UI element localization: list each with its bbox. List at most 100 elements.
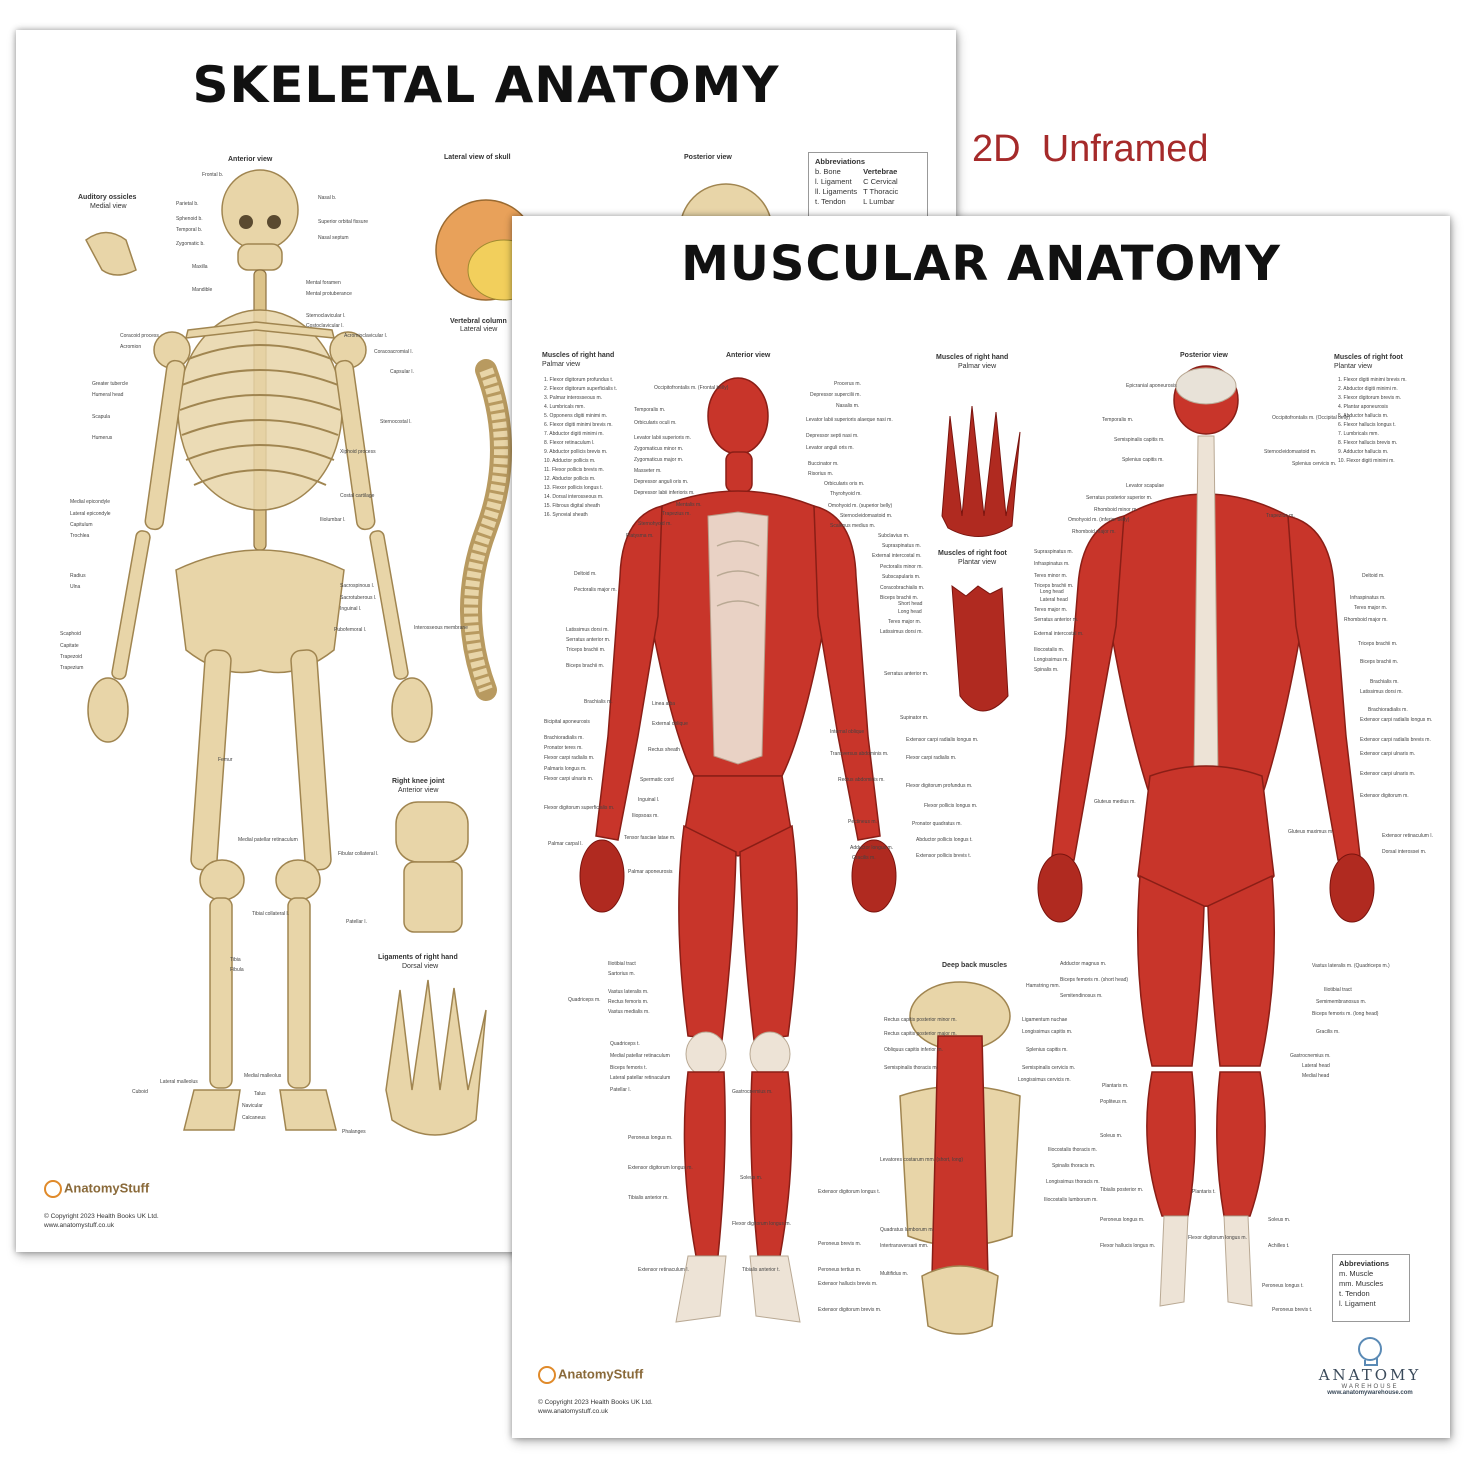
label-fibular-collateral: Fibular collateral l. <box>338 851 379 857</box>
abbrev-item: t. Tendon <box>1339 1289 1370 1298</box>
label-buccinator: Buccinator m. <box>808 461 839 467</box>
hand2-heading: Muscles of right hand <box>936 354 1009 361</box>
foot2-subheading: Plantar view <box>1334 363 1373 370</box>
label-lateral-malleolus: Lateral malleolus <box>160 1079 198 1085</box>
label-apl: Abductor pollicis longus t. <box>916 837 973 843</box>
hand-list-item: 12. Abductor pollicis m. <box>544 476 596 482</box>
hand-ligaments-heading: Ligaments of right hand <box>378 954 458 961</box>
skeletal-posterior-view-heading: Posterior view <box>684 154 732 161</box>
label-triceps-post: Triceps brachii m. <box>1034 583 1074 589</box>
label-external-intercostal: External intercostal m. <box>872 553 922 559</box>
muscular-brand-logo: AnatomyStuff <box>538 1366 643 1384</box>
label-semimembranosus: Semimembranosus m. <box>1316 999 1367 1005</box>
label-scapula: Scapula <box>92 414 111 420</box>
label-parietal-bone: Parietal b. <box>176 201 199 207</box>
label-popliteus: Popliteus m. <box>1100 1099 1128 1105</box>
skeletal-url: www.anatomystuff.co.uk <box>44 1222 114 1229</box>
label-pronator-quadratus: Pronator quadratus m. <box>912 821 962 827</box>
hand-list-item: 2. Flexor digitorum superficialis t. <box>544 386 618 392</box>
auditory-ossicles-subheading: Medial view <box>90 203 127 210</box>
foot-list-item: 4. Plantar aponeurosis <box>1338 404 1389 410</box>
label-iliotibial-post: Iliotibial tract <box>1324 987 1352 993</box>
label-procerus: Procerus m. <box>834 381 861 387</box>
label-levatores-costarum: Levatores costarum mm. (short, long) <box>880 1157 964 1163</box>
skeletal-lateral-skull-heading: Lateral view of skull <box>444 154 511 161</box>
muscular-brand-name: AnatomyStuff <box>558 1366 644 1382</box>
label-biceps-right: Biceps brachii m. <box>880 595 919 601</box>
label-masseter: Masseter m. <box>634 468 662 474</box>
label-teres-major-post: Teres major m. <box>1034 607 1068 613</box>
label-fdl: Flexor digitorum longus m. <box>732 1221 791 1227</box>
label-tibial-collateral: Tibial collateral l. <box>252 911 290 917</box>
label-coracoid-process: Coracoid process <box>120 333 159 339</box>
hand-list-item: 3. Palmar interosseous m. <box>544 395 603 401</box>
anatomystuff-logo-icon <box>44 1180 62 1198</box>
label-levator-labii-alaeque: Levator labii superioris alaeque nasi m. <box>806 417 893 423</box>
label-nasal-bone: Nasal b. <box>318 195 337 201</box>
label-tibia: Tibia <box>230 957 241 963</box>
label-internal-oblique: Internal oblique <box>830 729 865 735</box>
label-triceps-right: Triceps brachii m. <box>1358 641 1398 647</box>
label-supraspinatus: Supraspinatus m. <box>882 543 921 549</box>
label-scm-post: Sternocleidomastoid m. <box>1264 449 1317 455</box>
label-xiphoid: Xiphoid process <box>340 449 376 455</box>
label-peroneus-tertius: Peroneus tertius m. <box>818 1267 862 1273</box>
skeletal-anterior-view-heading: Anterior view <box>228 156 273 163</box>
label-lateral-patellar-ret: Lateral patellar retinaculum <box>610 1075 671 1081</box>
skeletal-copyright: © Copyright 2023 Health Books UK Ltd. <box>44 1213 159 1220</box>
label-zygomatic-bone: Zygomatic b. <box>176 241 205 247</box>
label-longissimus: Longissimus m. <box>1034 657 1069 663</box>
label-sternohyoid: Sternohyoid m. <box>638 521 672 527</box>
label-fhl: Flexor hallucis longus m. <box>1100 1243 1156 1249</box>
label-teres-major: Teres major m. <box>888 619 922 625</box>
label-vastus-lateralis: Vastus lateralis m. <box>608 989 649 995</box>
label-serratus-post-sup: Serratus posterior superior m. <box>1086 495 1153 501</box>
label-humeral-head: Humeral head <box>92 392 124 398</box>
label-flexor-carpi-radialis: Flexor carpi radialis m. <box>544 755 595 761</box>
knee-joint-heading: Right knee joint <box>392 778 445 785</box>
hand-list-item: 16. Synovial sheath <box>544 512 588 518</box>
muscular-anatomy-poster: MUSCULAR ANATOMY Muscles of right hand P… <box>512 216 1450 1438</box>
muscular-illustration <box>579 365 1375 1335</box>
label-sacrospinous: Sacrospinous l. <box>340 583 375 589</box>
label-depressor-septi: Depressor septi nasi m. <box>806 433 859 439</box>
label-longissimus-thoracis: Longissimus thoracis m. <box>1046 1179 1100 1185</box>
hand-list-item: 10. Adductor pollicis m. <box>544 458 596 464</box>
hand-palmar-subheading: Palmar view <box>542 361 581 368</box>
label-biceps-femoris-t: Biceps femoris t. <box>610 1065 647 1071</box>
label-sacrotuberous: Sacrotuberous l. <box>340 595 377 601</box>
skeletal-abbrev-title: Abbreviations <box>815 157 866 166</box>
warehouse-name: ANATOMY <box>1318 1366 1422 1384</box>
label-extensor-retinaculum: Extensor retinaculum l. <box>638 1267 689 1273</box>
label-epb: Extensor pollicis brevis t. <box>916 853 972 859</box>
label-risorius: Risorius m. <box>808 471 834 477</box>
label-zygomaticus-major: Zygomaticus major m. <box>634 457 684 463</box>
label-pectineus: Pectineus m. <box>848 819 877 825</box>
label-trapezium: Trapezium <box>60 665 84 671</box>
label-thyrohyoid: Thyrohyoid m. <box>830 491 862 497</box>
hand-muscle-list: 1. Flexor digitorum profundus t. 2. Flex… <box>544 376 617 520</box>
label-iliotibial-tract: Iliotibial tract <box>608 961 636 967</box>
label-peroneus-longus: Peroneus longus m. <box>628 1135 673 1141</box>
label-inguinal: Inguinal l. <box>340 606 362 612</box>
label-fcr-right: Flexor carpi radialis m. <box>906 755 957 761</box>
label-soleus: Soleus m. <box>740 1175 763 1181</box>
label-frontal-bone: Frontal b. <box>202 172 224 178</box>
label-flexor-digitorum-superficialis: Flexor digitorum superficialis m. <box>544 805 615 811</box>
label-trapezius-post: Trapezius m. <box>1266 513 1295 519</box>
label-medial-patellar-ret: Medial patellar retinaculum <box>610 1053 670 1059</box>
label-iliopsoas: Iliopsoas m. <box>632 813 659 819</box>
label-edl-t: Extensor digitorum longus t. <box>818 1189 880 1195</box>
skeletal-brand-logo: AnatomyStuff <box>44 1180 149 1198</box>
label-acromioclavicular: Acromioclavicular l. <box>344 333 388 339</box>
label-vastus-medialis: Vastus medialis m. <box>608 1009 650 1015</box>
label-hamstring: Hamstring mm. <box>1026 983 1060 989</box>
label-spinalis: Spinalis m. <box>1034 667 1059 673</box>
anatomystuff-logo-icon <box>538 1366 556 1384</box>
label-peroneus-longus-post: Peroneus longus m. <box>1100 1217 1145 1223</box>
label-brachialis: Brachialis m. <box>584 699 613 705</box>
label-biceps: Biceps brachii m. <box>566 663 605 669</box>
label-gluteus-maximus: Gluteus maximus m. <box>1288 829 1334 835</box>
foot-list-item: 2. Abductor digiti minimi m. <box>1338 386 1398 392</box>
label-gastrocnemius-ant: Gastrocnemius m. <box>732 1089 773 1095</box>
